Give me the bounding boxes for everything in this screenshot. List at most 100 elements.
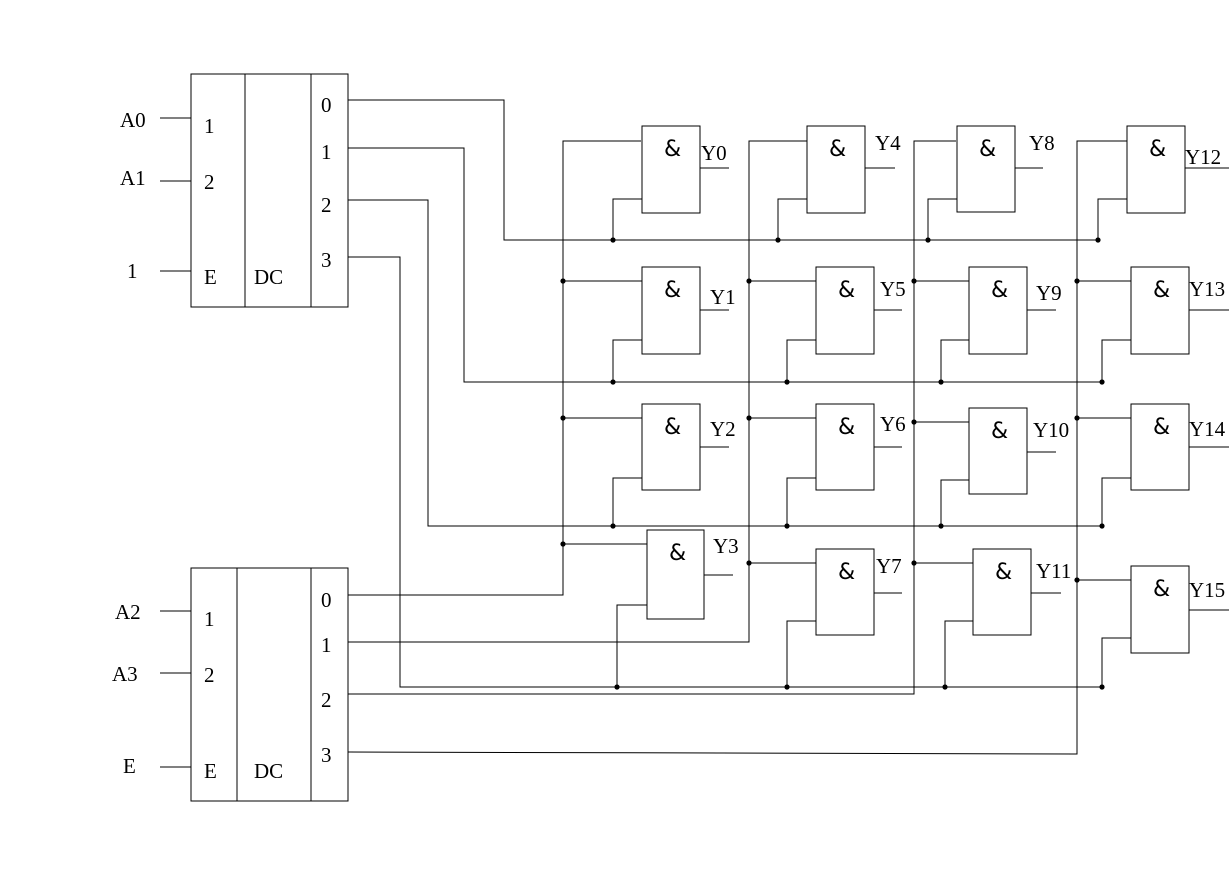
and-gate-body <box>972 548 1032 636</box>
and-gate-body <box>806 125 866 214</box>
and-gate-body <box>1126 125 1186 214</box>
output-label-y14: Y14 <box>1189 417 1226 441</box>
and-gate-body <box>641 403 701 491</box>
wire-bottom-out-3-bus <box>347 140 1128 755</box>
and-gate-y14: &Y14 <box>1130 403 1226 491</box>
junction-col2-y9 <box>911 278 917 284</box>
and-gate-body <box>1130 403 1190 491</box>
junction-col1-y7 <box>746 560 752 566</box>
junction-col1-y6 <box>746 415 752 421</box>
and-gate-body <box>815 266 875 355</box>
wire-top-out-1-bus <box>348 147 1102 383</box>
wire-gate-y15-in-b <box>1101 637 1131 687</box>
junction-col3-y15 <box>1074 577 1080 583</box>
and-gate-y11: &Y11 <box>972 548 1071 636</box>
decoder-top <box>190 73 349 308</box>
and-gate-symbol: & <box>1153 278 1170 303</box>
and-gate-symbol: & <box>829 137 846 162</box>
junction-row1-y1 <box>610 379 616 385</box>
and-gate-body <box>641 266 701 355</box>
junction-row3-y15 <box>1099 684 1105 690</box>
wire-gate-y7-in-b <box>786 620 816 687</box>
decoder-bottom-pin-in-1: 1 <box>204 607 215 631</box>
decoder-top-pin-out-3: 3 <box>321 248 332 272</box>
decoder-bottom <box>190 567 349 802</box>
and-gate-body <box>641 125 701 214</box>
and-gate-y6: & Y6 <box>815 403 906 491</box>
junction-dots <box>560 237 1105 690</box>
and-gate-body <box>956 125 1016 213</box>
junction-row3-y7 <box>784 684 790 690</box>
junction-row2-y10 <box>938 523 944 529</box>
decoder-bottom-label: DC <box>254 759 283 783</box>
wire-gate-y3-in-b <box>616 604 647 687</box>
junction-row2-y2 <box>610 523 616 529</box>
junction-row0-y4 <box>775 237 781 243</box>
and-gate-symbol: & <box>664 137 681 162</box>
wire-gate-y8-in-b <box>927 198 957 240</box>
decoder-top-pin-out-2: 2 <box>321 193 332 217</box>
wire-bottom-out-2-bus <box>348 140 956 695</box>
output-label-y6: Y6 <box>880 412 906 436</box>
output-label-y13: Y13 <box>1189 277 1225 301</box>
decoder-top-input-enable: 1 <box>127 259 138 283</box>
and-gate-body <box>1130 266 1190 355</box>
junction-col1-y5 <box>746 278 752 284</box>
and-gate-y9: &Y9 <box>968 266 1062 355</box>
output-label-y8: Y8 <box>1029 131 1055 155</box>
and-gate-body <box>646 529 705 620</box>
decoder-top-pin-out-0: 0 <box>321 93 332 117</box>
and-gate-y3: &Y3 <box>646 529 739 620</box>
and-gate-symbol: & <box>664 278 681 303</box>
decoder-bottom-pin-in-2: 2 <box>204 663 215 687</box>
junction-row2-y14 <box>1099 523 1105 529</box>
decoder-bottom-input-enable: E <box>123 754 136 778</box>
output-label-y15: Y15 <box>1189 578 1225 602</box>
wire-gate-y5-in-b <box>786 339 816 382</box>
output-label-y10: Y10 <box>1033 418 1069 442</box>
and-gate-symbol: & <box>664 415 681 440</box>
decoder-bottom-input-a2: A2 <box>115 600 141 624</box>
and-gate-y4: &Y4 <box>806 125 901 214</box>
wires <box>160 99 1229 768</box>
and-gate-symbol: & <box>669 541 686 566</box>
and-gate-symbol: & <box>838 560 855 585</box>
decoder-top-pin-in-e: E <box>204 265 217 289</box>
wire-bottom-out-1-bus <box>348 140 807 643</box>
wire-gate-y9-in-b <box>940 339 969 382</box>
and-gate-symbol: & <box>979 137 996 162</box>
and-gate-y0: &Y0 <box>641 125 727 214</box>
and-gate-y2: &Y2 <box>641 403 736 491</box>
junction-row1-y9 <box>938 379 944 385</box>
junction-col2-y10 <box>911 419 917 425</box>
wire-bottom-out-0-bus <box>348 140 641 596</box>
and-gate-y5: &Y5 <box>815 266 906 355</box>
wire-gate-y6-in-b <box>786 477 816 526</box>
and-gate-symbol: & <box>838 415 855 440</box>
junction-col3-y13 <box>1074 278 1080 284</box>
and-gate-y10: &Y10 <box>968 407 1069 495</box>
wire-gate-y11-in-b <box>944 620 973 687</box>
junction-col0-y1 <box>560 278 566 284</box>
junction-row3-y3 <box>614 684 620 690</box>
and-gate-symbol: & <box>1149 137 1166 162</box>
and-gate-y13: &Y13 <box>1130 266 1225 355</box>
and-gate-y1: &Y1 <box>641 266 736 355</box>
junction-row2-y6 <box>784 523 790 529</box>
decoder-bottom-input-a3: A3 <box>112 662 138 686</box>
junction-col0-y2 <box>560 415 566 421</box>
wire-gate-y13-in-b <box>1101 339 1131 382</box>
wire-gate-y4-in-b <box>777 198 807 240</box>
decoder-top-label: DC <box>254 265 283 289</box>
and-gate-matrix: &Y0&Y1&Y2&Y3&Y4&Y5&Y6&Y7&Y8&Y9&Y10&Y11&Y… <box>641 125 1226 654</box>
wire-top-out-2-bus <box>348 199 1102 527</box>
wire-gate-y1-in-b <box>612 339 642 382</box>
and-gate-body <box>968 407 1028 495</box>
wire-top-out-3-bus <box>348 256 1102 688</box>
output-label-y12: Y12 <box>1185 145 1221 169</box>
decoder-bottom-body <box>190 567 349 802</box>
and-gate-body <box>1130 565 1190 654</box>
wire-gate-y2-in-b <box>612 477 642 526</box>
decoder-bottom-pin-out-2: 2 <box>321 688 332 712</box>
